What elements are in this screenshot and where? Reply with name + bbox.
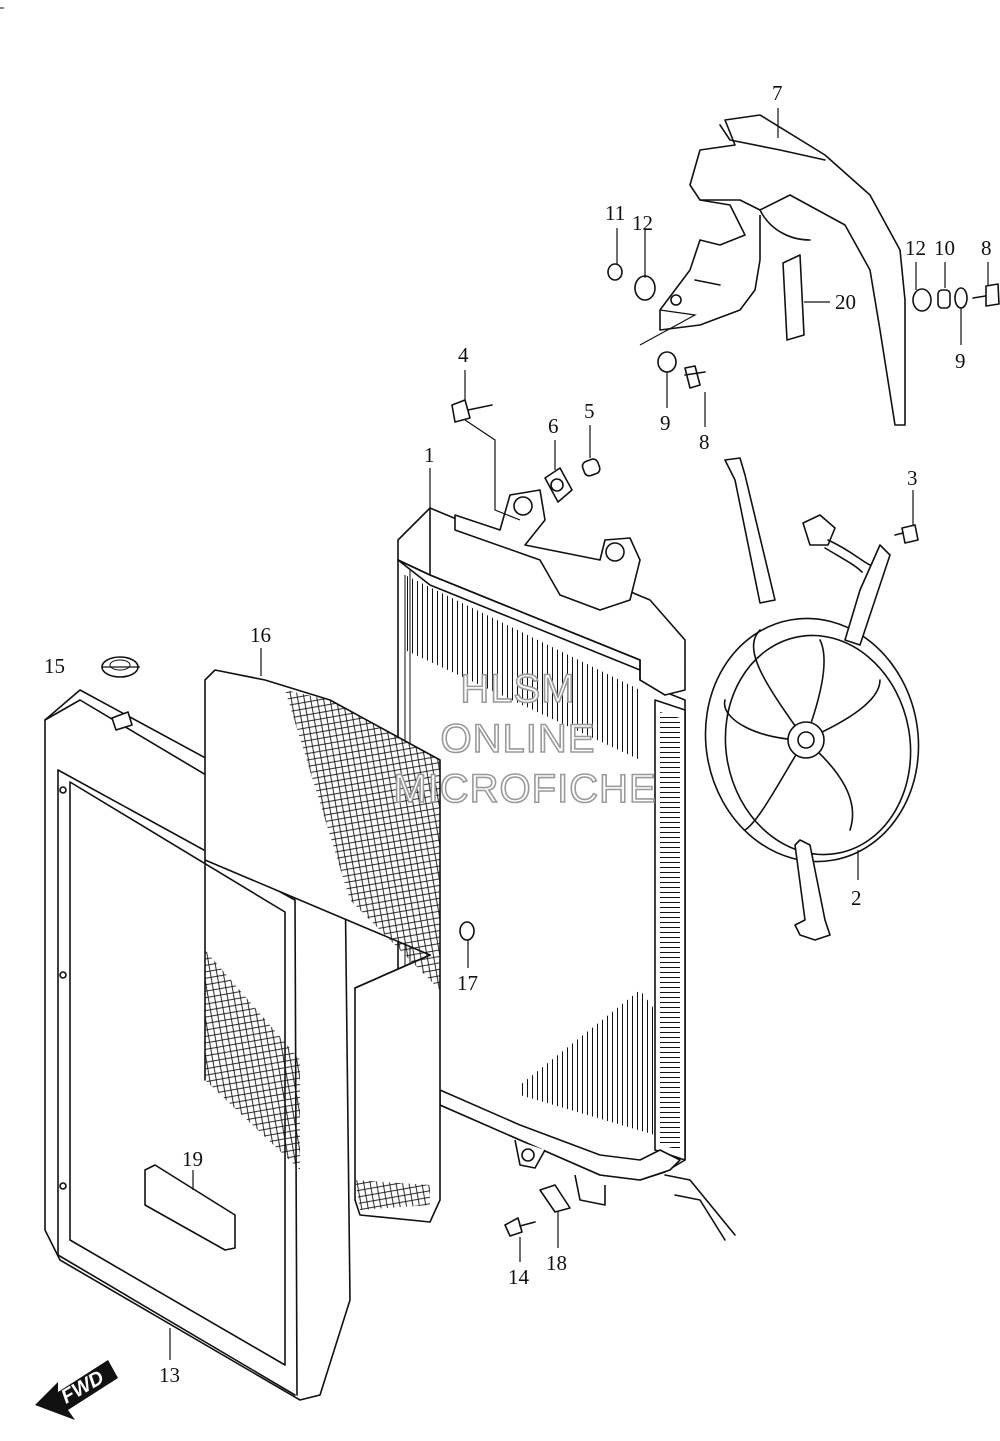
callout-14: 14 — [508, 1265, 530, 1289]
callout-9-lower: 9 — [660, 411, 671, 435]
callout-9-right: 9 — [955, 349, 966, 373]
callout-20: 20 — [835, 290, 856, 314]
fwd-arrow: FWD — [35, 1360, 118, 1420]
callout-5: 5 — [584, 399, 595, 423]
fwd-label: FWD — [58, 1367, 108, 1409]
radiator-screen — [204, 669, 441, 1223]
radiator — [397, 489, 736, 1241]
watermark-line2: ONLINE — [441, 717, 596, 761]
watermark-line3: MICROFICHE — [393, 767, 656, 811]
watermark-line1: HLSM — [460, 667, 575, 711]
callout-12-left: 12 — [632, 211, 653, 235]
callout-19: 19 — [182, 1147, 203, 1171]
callout-2: 2 — [851, 886, 862, 910]
callout-10: 10 — [934, 236, 955, 260]
callout-13: 13 — [159, 1363, 180, 1387]
callout-7: 7 — [772, 81, 783, 105]
callout-15: 15 — [44, 654, 65, 678]
caution-label — [144, 1164, 236, 1251]
callout-12-right: 12 — [905, 236, 926, 260]
watermark: HLSM ONLINE MICROFICHE — [393, 666, 657, 812]
callout-8-lower: 8 — [699, 430, 710, 454]
callout-11: 11 — [605, 201, 625, 225]
leader-lines — [102, 108, 989, 1360]
callout-6: 6 — [548, 414, 559, 438]
callout-17: 17 — [457, 971, 478, 995]
callout-1: 1 — [424, 443, 435, 467]
callout-4: 4 — [458, 343, 469, 367]
callout-3: 3 — [907, 466, 918, 490]
cooling-fan — [704, 457, 920, 941]
callout-16: 16 — [250, 623, 271, 647]
callout-18: 18 — [546, 1251, 567, 1275]
callout-labels: 1 2 3 4 5 6 7 8 8 9 9 10 11 12 12 13 14 … — [44, 81, 992, 1387]
callout-8-right: 8 — [981, 236, 992, 260]
